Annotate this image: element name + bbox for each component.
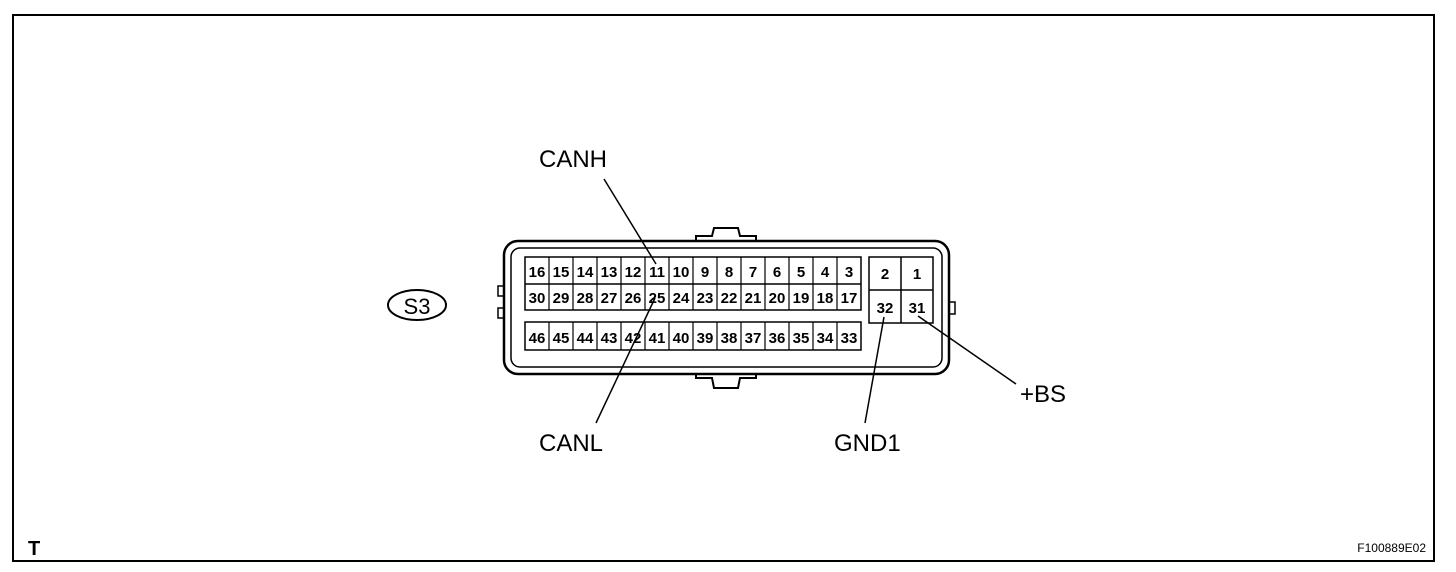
pin-16: 16 [529, 264, 546, 281]
pin-37: 37 [745, 330, 762, 347]
pin-10: 10 [673, 264, 690, 281]
canl-label: CANL [539, 430, 603, 457]
pin-39: 39 [697, 330, 714, 347]
connector-body [497, 227, 956, 389]
pin-9: 9 [701, 264, 709, 281]
corner-mark: T [28, 538, 41, 560]
pin-43: 43 [601, 330, 618, 347]
pin-6: 6 [773, 264, 781, 281]
pin-28: 28 [577, 290, 594, 307]
pin-33: 33 [841, 330, 858, 347]
pin-4: 4 [821, 264, 830, 281]
pin-31: 31 [909, 300, 926, 317]
pin-dividers [548, 257, 838, 350]
pin-14: 14 [577, 264, 594, 281]
bs-label: +BS [1020, 381, 1066, 408]
pin-21: 21 [745, 290, 762, 307]
pin-19: 19 [793, 290, 810, 307]
connector-id: S3 [404, 294, 431, 319]
pin-27: 27 [601, 290, 618, 307]
connector-id-ellipse [387, 289, 447, 321]
pin-22: 22 [721, 290, 738, 307]
pin-30: 30 [529, 290, 546, 307]
pin-44: 44 [577, 330, 594, 347]
pin-32: 32 [877, 300, 894, 317]
pin-24: 24 [673, 290, 690, 307]
pin-36: 36 [769, 330, 786, 347]
pin-26: 26 [625, 290, 642, 307]
pin-8: 8 [725, 264, 733, 281]
pin-1: 1 [913, 266, 921, 283]
pin-29: 29 [553, 290, 570, 307]
pin-35: 35 [793, 330, 810, 347]
pin-5: 5 [797, 264, 805, 281]
pin-38: 38 [721, 330, 738, 347]
pin-7: 7 [749, 264, 757, 281]
pin-45: 45 [553, 330, 570, 347]
figure-id: F100889E02 [1357, 541, 1426, 555]
canh-label: CANH [539, 146, 607, 173]
pin-34: 34 [817, 330, 834, 347]
diagram-frame [12, 14, 1435, 562]
pin-11: 11 [649, 264, 665, 281]
pin-13: 13 [601, 264, 618, 281]
pin-20: 20 [769, 290, 786, 307]
leader-lines [595, 178, 1017, 424]
pin-15: 15 [553, 264, 570, 281]
pin-23: 23 [697, 290, 714, 307]
pin-18: 18 [817, 290, 834, 307]
pin-3: 3 [845, 264, 853, 281]
pin-46: 46 [529, 330, 546, 347]
pin-12: 12 [625, 264, 642, 281]
pin-40: 40 [673, 330, 690, 347]
gnd1-label: GND1 [834, 430, 901, 457]
pin-2: 2 [881, 266, 889, 283]
pin-41: 41 [649, 330, 666, 347]
pin-17: 17 [841, 290, 858, 307]
